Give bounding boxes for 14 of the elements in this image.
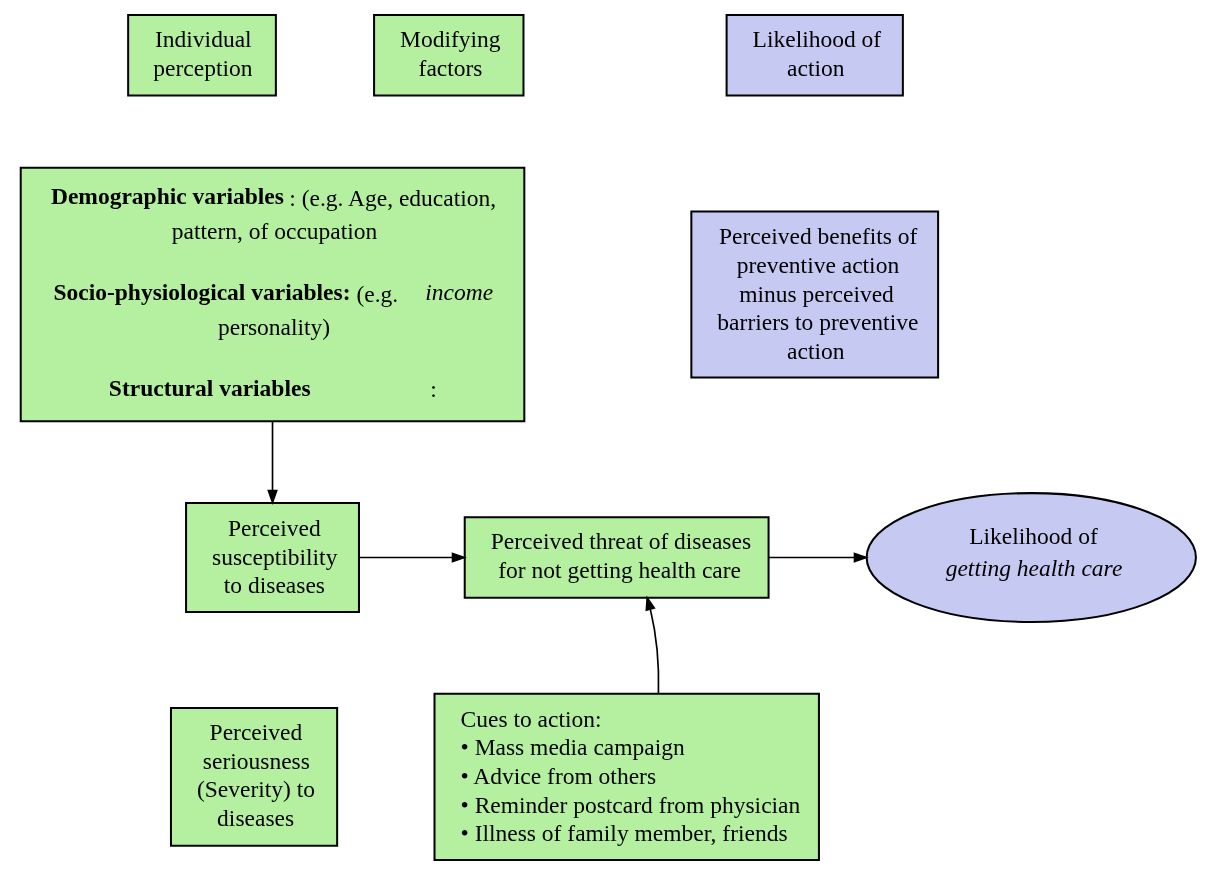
arrow: [266, 420, 278, 505]
node-box: Individual perception: [126, 14, 277, 97]
arrow: [767, 552, 869, 563]
node-box: Modifying factors: [372, 14, 524, 97]
node-box: Perceived seriousness (Severity) to diseases: [169, 707, 338, 847]
node-box: Perceived susceptibility to diseases: [184, 501, 360, 614]
node-box: Demographic variables: (e.g. Age, education, pattern, of occupation Socio-physiological variables: (e.g. income personality) Structural variables:: [19, 166, 525, 423]
node-box: Cues to action: • Mass media campaign • Advice from others • Reminder postcard from physician • Illness of family member, friends: [433, 692, 820, 861]
node-ellipse: Likelihood of getting health care: [865, 492, 1197, 623]
node-box: Likelihood of action: [725, 14, 904, 97]
node-box: Perceived benefits of preventive action minus perceived barriers to preventive action: [689, 210, 939, 379]
node-box: Perceived threat of diseases for not getting health care: [463, 516, 770, 599]
arrow: [644, 595, 659, 695]
arrow: [357, 552, 467, 563]
